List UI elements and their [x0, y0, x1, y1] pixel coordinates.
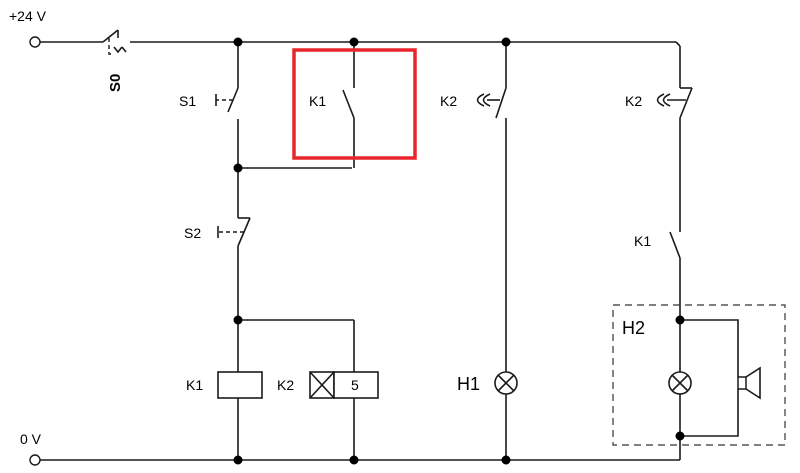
top-rail [40, 41, 681, 47]
junction-nodes [233, 37, 685, 465]
k2-h2-contact-label: K2 [625, 93, 642, 109]
s1-label: S1 [179, 93, 196, 109]
k1-coil-label: K1 [186, 377, 203, 393]
k2-h1-contact-label: K2 [440, 93, 457, 109]
s1-pushbutton[interactable] [215, 87, 239, 113]
k1-h2-contact-label: K1 [634, 233, 651, 249]
column-1-wiring [237, 42, 354, 460]
s0-switch[interactable] [102, 29, 127, 55]
positive-terminal [29, 36, 41, 48]
h2-enclosure [612, 304, 786, 446]
s2-pushbutton[interactable] [217, 217, 251, 247]
s0-label: S0 [107, 74, 124, 92]
k2-delay-contact-h1[interactable] [476, 87, 507, 119]
k1-contact-h2[interactable] [669, 231, 681, 259]
highlight-box [292, 48, 417, 160]
s2-label: S2 [184, 225, 201, 241]
k1-coil [217, 371, 263, 399]
k2-delay-contact-h2[interactable] [656, 87, 693, 119]
k1-hold-label: K1 [309, 93, 326, 109]
supply-positive-label: +24 V [9, 8, 47, 24]
horn-icon [737, 366, 761, 400]
k1-hold-contact[interactable] [342, 89, 355, 119]
supply-ground-label: 0 V [20, 431, 42, 447]
k2-delay-value: 5 [351, 377, 359, 393]
h1-label: H1 [457, 374, 480, 394]
k2-coil-label: K2 [277, 377, 294, 393]
h2-label: H2 [622, 318, 645, 338]
horn-wiring [680, 319, 739, 437]
h1-lamp [494, 371, 518, 395]
k2-delay-coil [309, 371, 379, 399]
ground-terminal [29, 454, 41, 466]
h2-lamp [668, 371, 692, 395]
